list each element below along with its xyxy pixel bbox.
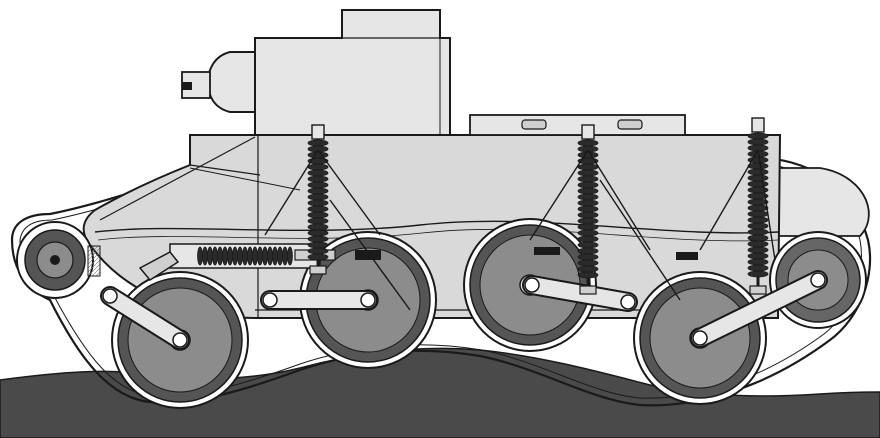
suspension-arm-1 xyxy=(100,286,190,350)
mount-block-3 xyxy=(676,252,698,260)
rear-fender xyxy=(774,167,870,237)
turret xyxy=(254,9,451,136)
mount-block-2 xyxy=(534,247,560,255)
suspension-bracing xyxy=(264,149,776,311)
front-idler-wheel xyxy=(16,221,94,299)
idler-bracket xyxy=(87,245,101,277)
coil-spring-2 xyxy=(577,124,599,295)
engine-deck-cap-1 xyxy=(521,119,547,130)
hull-diagonal-front-2 xyxy=(189,167,301,191)
coil-spring-1 xyxy=(307,124,329,275)
gun-muzzle xyxy=(182,82,192,90)
glacis-edge xyxy=(189,164,261,176)
hull-lower-band-2 xyxy=(97,228,779,242)
hull-lower-band xyxy=(94,220,779,234)
hull-diagonal-front xyxy=(99,136,256,221)
front-bellcrank xyxy=(138,251,180,281)
engine-deck xyxy=(469,114,686,136)
suspension-arm-2 xyxy=(260,290,378,310)
suspension-arm-4 xyxy=(690,270,828,348)
coil-spring-3 xyxy=(747,117,769,295)
gun-mantlet xyxy=(206,51,256,113)
mount-block-1 xyxy=(355,250,381,260)
engine-deck-cap-2 xyxy=(617,119,643,130)
